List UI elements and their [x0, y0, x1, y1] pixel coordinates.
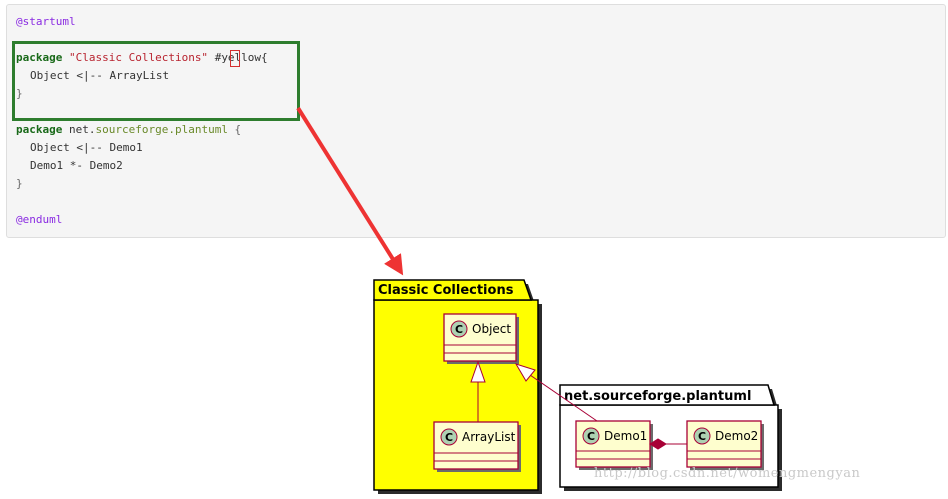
code-package1-relation: Object <|-- ArrayList	[30, 69, 170, 82]
code-package2-brace: {	[227, 123, 242, 136]
code-keyword: package	[16, 123, 63, 136]
code-package2-close: }	[16, 177, 23, 190]
annotation-arrow	[296, 106, 404, 276]
class-demo1-name: Demo1	[604, 429, 647, 443]
watermark: http://blog.csdn.net/womengmengyan	[594, 466, 861, 481]
class-object-name: Object	[472, 322, 511, 336]
composition-demo1-demo2	[649, 438, 687, 450]
code-keyword: package	[16, 51, 63, 64]
class-marker-letter: C	[445, 431, 453, 444]
class-marker-icon	[693, 427, 711, 445]
class-demo2-name: Demo2	[715, 429, 758, 443]
code-start-directive: @startuml	[16, 15, 76, 28]
class-marker-letter: C	[698, 430, 706, 443]
code-color-rest: yellow{	[221, 51, 268, 64]
code-package2-prefix: net.	[68, 123, 96, 136]
package-net-sourceforge-plantuml-title: net.sourceforge.plantuml	[564, 389, 751, 404]
code-end-directive: @enduml	[16, 213, 63, 226]
inheritance-demo1-object	[514, 363, 598, 422]
code-package2-line: package net.sourceforge.plantuml {	[16, 121, 241, 139]
class-marker-letter: C	[587, 430, 595, 443]
class-object: C Object	[443, 313, 519, 364]
inheritance-arraylist-object	[470, 360, 486, 422]
class-marker-icon	[582, 427, 600, 445]
class-demo2: C Demo2	[686, 420, 764, 470]
class-demo1: C Demo1	[575, 420, 653, 470]
hash-highlight-box	[230, 50, 240, 67]
class-arraylist: C ArrayList	[433, 421, 521, 472]
code-color-hash: #	[214, 51, 222, 64]
class-marker-icon	[440, 428, 458, 446]
code-package2-name: sourceforge.plantuml	[95, 123, 228, 136]
class-marker-icon	[450, 320, 468, 338]
class-marker-letter: C	[455, 323, 463, 336]
package-classic-collections-title: Classic Collections	[378, 283, 514, 298]
code-package1-line: package "Classic Collections" #yellow{	[16, 49, 268, 67]
code-package2-relation2: Demo1 *- Demo2	[30, 159, 123, 172]
class-arraylist-name: ArrayList	[462, 430, 516, 444]
code-package2-relation1: Object <|-- Demo1	[30, 141, 143, 154]
code-package1-close: }	[16, 87, 23, 100]
highlight-box	[12, 41, 300, 121]
code-package1-name: "Classic Collections"	[68, 51, 209, 64]
